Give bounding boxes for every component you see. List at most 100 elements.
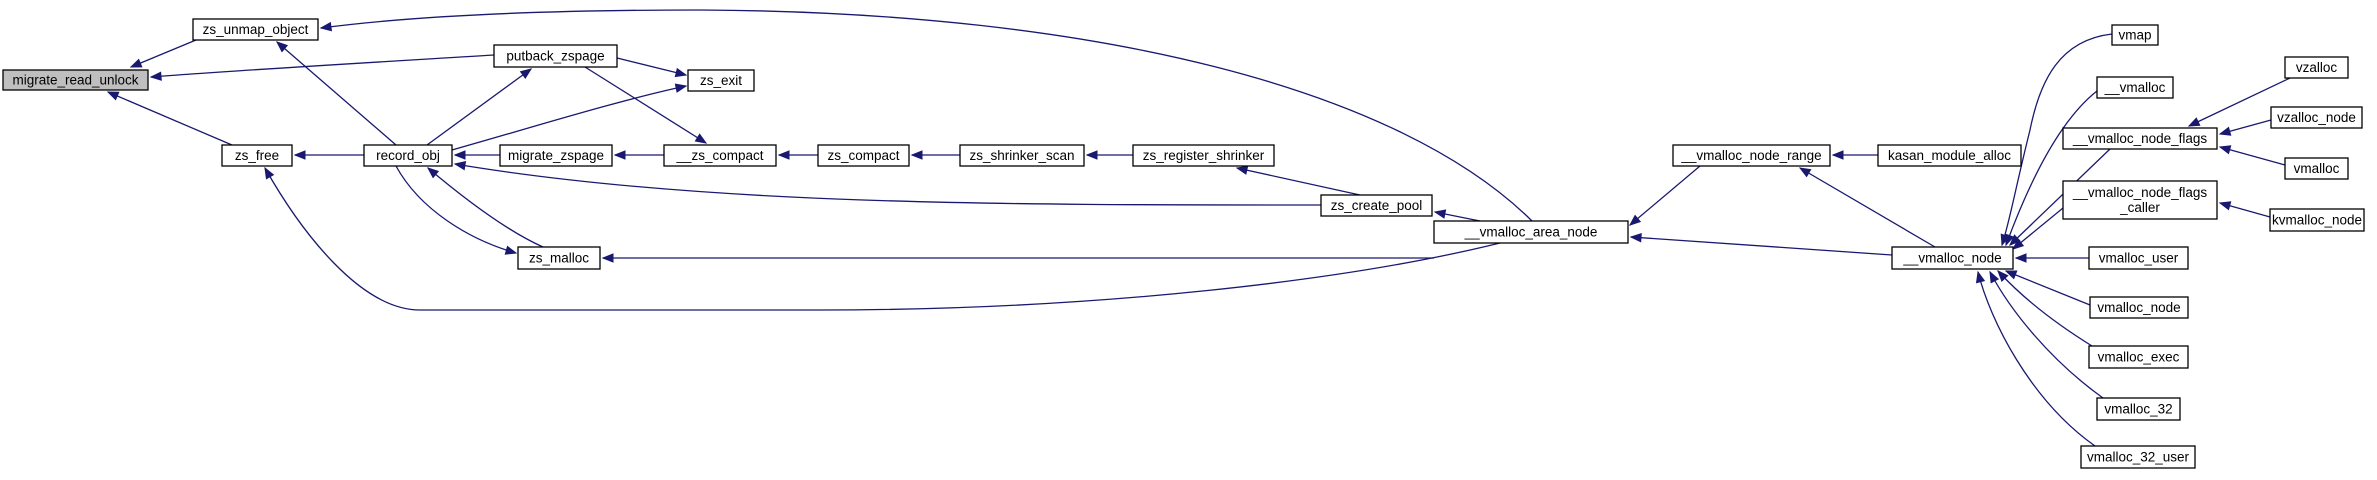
node-vzalloc[interactable]: vzalloc — [2284, 56, 2349, 79]
edge-vmalloc-to-__vmalloc_node_flags — [2218, 145, 2286, 166]
node-label: record_obj — [376, 148, 440, 163]
node-vmalloc[interactable]: vmalloc — [2284, 157, 2349, 180]
node-vmalloc-node[interactable]: __vmalloc_node — [1891, 246, 2014, 270]
node-label: vzalloc_node — [2277, 110, 2356, 125]
edge-__vmalloc_node_flags_caller-to-__vmalloc_node — [2011, 207, 2064, 250]
node-vmalloc-node-flags[interactable]: __vmalloc_node_flags — [2062, 127, 2218, 150]
edge-line — [395, 165, 517, 254]
node-zs-free[interactable]: zs_free — [221, 144, 293, 167]
edge-vmalloc_user-to-__vmalloc_node — [2014, 253, 2089, 263]
edge-line — [616, 57, 687, 76]
arrowhead — [2009, 234, 2021, 246]
arrowhead — [2011, 238, 2025, 250]
node-label: vmalloc_32_user — [2087, 450, 2190, 465]
node-zs-exit[interactable]: zs_exit — [687, 69, 755, 92]
edge-__vmalloc_node-to-__vmalloc_node_range — [1798, 167, 1936, 248]
node-label: zs_compact — [827, 148, 899, 163]
arrowhead — [1085, 150, 1098, 160]
node-zs-malloc[interactable]: zs_malloc — [517, 246, 601, 270]
edge-line — [1977, 271, 2096, 447]
node-vmalloc-node[interactable]: vmalloc_node — [2089, 296, 2189, 319]
node-box — [499, 144, 613, 167]
node-box — [687, 69, 755, 92]
edge-__vmalloc_node_flags-to-__vmalloc_node — [2009, 148, 2111, 246]
node-box — [2270, 106, 2363, 129]
arrowhead — [2218, 145, 2232, 155]
edge-line — [454, 163, 1322, 206]
node-vmalloc-exec[interactable]: vmalloc_exec — [2088, 345, 2189, 369]
edge-line — [1236, 167, 1361, 196]
arrowhead — [1798, 167, 1812, 178]
node-label: __vmalloc_node — [1902, 251, 2001, 266]
node-label: __zs_compact — [675, 148, 763, 163]
node-vmap[interactable]: vmap — [2111, 24, 2159, 46]
arrowhead — [2187, 117, 2201, 127]
edge-line — [427, 167, 544, 248]
node-migrate-read-unlock[interactable]: migrate_read_unlock — [2, 69, 149, 91]
arrowhead — [601, 253, 614, 263]
node-zs-compact[interactable]: __zs_compact — [663, 144, 777, 167]
node-box — [2089, 296, 2189, 319]
node-vmalloc-user[interactable]: vmalloc_user — [2088, 246, 2189, 270]
edge-line — [2219, 146, 2286, 166]
node-label: kasan_module_alloc — [1888, 148, 2011, 163]
node-zs-shrinker-scan[interactable]: zs_shrinker_scan — [959, 144, 1085, 167]
edge-line — [150, 54, 495, 78]
node-label: zs_malloc — [529, 251, 589, 266]
node-vmalloc[interactable]: __vmalloc — [2096, 76, 2174, 99]
arrowhead — [1975, 270, 1986, 284]
arrowhead — [319, 21, 333, 32]
edge-__vmalloc_area_node-to-zs_unmap_object — [319, 9, 1533, 222]
node-putback-zspage[interactable]: putback_zspage — [493, 44, 618, 68]
node-label: kvmalloc_node — [2272, 213, 2362, 228]
edge-putback_zspage-to-zs_exit — [616, 57, 688, 78]
node-kasan-module-alloc[interactable]: kasan_module_alloc — [1877, 144, 2022, 167]
node-box — [1320, 194, 1433, 217]
arrowhead — [613, 150, 626, 160]
node-zs-compact[interactable]: zs_compact — [817, 144, 910, 167]
node-box — [1433, 220, 1629, 244]
node-vmalloc-node-range[interactable]: __vmalloc_node_range — [1672, 144, 1831, 167]
node-box — [959, 144, 1085, 167]
arrowhead — [264, 166, 275, 180]
edge-putback_zspage-to-__zs_compact — [584, 66, 708, 144]
edge-__vmalloc_area_node-to-zs_free — [264, 166, 1501, 311]
node-vmalloc-node-flags-caller[interactable]: __vmalloc_node_flags_caller — [2062, 180, 2218, 220]
node-vmalloc-32[interactable]: vmalloc_32 — [2096, 397, 2181, 421]
node-label: vmalloc_exec — [2098, 350, 2180, 365]
node-box — [2269, 208, 2365, 232]
arrowhead — [504, 245, 518, 255]
arrowhead — [2004, 270, 2018, 280]
node-zs-register-shrinker[interactable]: zs_register_shrinker — [1132, 144, 1275, 167]
edge-line — [584, 66, 707, 144]
node-box — [2111, 24, 2159, 46]
edge-line — [1989, 271, 2104, 399]
node-label: zs_unmap_object — [203, 22, 309, 37]
node-zs-unmap-object[interactable]: zs_unmap_object — [192, 18, 319, 41]
node-vmalloc-32-user[interactable]: vmalloc_32_user — [2080, 445, 2196, 469]
node-box — [2062, 180, 2218, 220]
node-kvmalloc-node[interactable]: kvmalloc_node — [2269, 208, 2365, 232]
node-vzalloc-node[interactable]: vzalloc_node — [2270, 106, 2363, 129]
node-label: zs_register_shrinker — [1143, 148, 1265, 163]
edge-line — [320, 9, 1533, 222]
node-label: zs_exit — [700, 73, 742, 88]
edge-line — [1629, 165, 1701, 226]
arrowhead — [519, 68, 533, 80]
node-label: vzalloc — [2296, 60, 2338, 75]
edge-record_obj-to-zs_free — [293, 150, 364, 160]
node-record-obj[interactable]: record_obj — [363, 144, 453, 167]
edge-__vmalloc_area_node-to-zs_create_pool — [1433, 209, 1481, 222]
node-box — [2062, 127, 2218, 150]
node-box — [2088, 345, 2189, 369]
edge-line — [264, 167, 1501, 311]
arrowhead — [149, 71, 162, 81]
node-migrate-zspage[interactable]: migrate_zspage — [499, 144, 613, 167]
edge-zs_create_pool-to-record_obj — [453, 161, 1322, 206]
node-box — [2080, 445, 2196, 469]
node-zs-create-pool[interactable]: zs_create_pool — [1320, 194, 1433, 217]
edge-record_obj-to-zs_unmap_object — [275, 41, 397, 146]
node-label: vmap — [2118, 28, 2151, 43]
node-box — [2284, 56, 2349, 79]
node-vmalloc-area-node[interactable]: __vmalloc_area_node — [1433, 220, 1629, 244]
